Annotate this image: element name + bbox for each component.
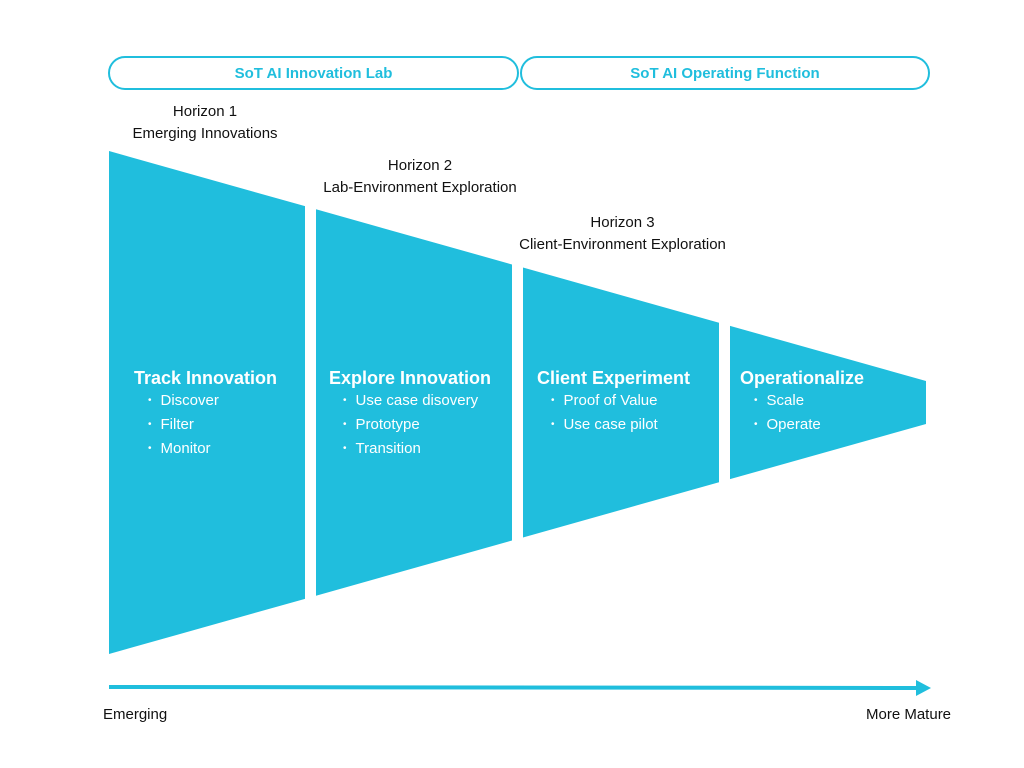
stage-item: Scale (754, 390, 864, 414)
axis-end-label: More Mature (866, 706, 952, 723)
arrow-head-icon (916, 680, 931, 696)
stage-track-innovation: Track Innovation Discover Filter Monitor (134, 366, 277, 462)
stage-item: Filter (148, 414, 277, 438)
stage-items: Scale Operate (740, 390, 864, 438)
innovation-lab-banner: SoT AI Innovation Lab (108, 56, 519, 90)
horizon-subtitle: Lab-Environment Exploration (323, 179, 517, 196)
stage-items: Discover Filter Monitor (134, 390, 277, 462)
stage-item: Discover (148, 390, 277, 414)
operating-function-label: SoT AI Operating Function (630, 64, 820, 82)
stage-title: Client Experiment (537, 368, 691, 388)
stage-item: Transition (343, 438, 491, 462)
operating-function-banner: SoT AI Operating Function (520, 56, 930, 90)
horizon-2-label: Horizon 2 Lab-Environment Exploration (300, 155, 540, 199)
stage-explore-innovation: Explore Innovation Use case disovery Pro… (329, 366, 491, 462)
stage-title: Operationalize (740, 368, 865, 388)
stage-item: Use case disovery (343, 390, 491, 414)
stage-operationalize: Operationalize Scale Operate (740, 366, 864, 438)
horizon-title: Horizon 3 (590, 214, 655, 231)
stage-title: Track Innovation (134, 368, 278, 388)
horizon-title: Horizon 2 (387, 157, 453, 174)
horizon-1-label: Horizon 1 Emerging Innovations (110, 101, 300, 145)
innovation-lab-label: SoT AI Innovation Lab (234, 64, 393, 82)
stage-item: Use case pilot (551, 414, 690, 438)
stage-item: Operate (754, 414, 864, 438)
stage-items: Use case disovery Prototype Transition (329, 390, 491, 462)
stage-item: Proof of Value (551, 390, 690, 414)
horizon-title: Horizon 1 (172, 103, 238, 120)
stage-client-experiment: Client Experiment Proof of Value Use cas… (537, 366, 690, 438)
horizon-3-label: Horizon 3 Client-Environment Exploration (490, 212, 755, 256)
stage-item: Monitor (148, 438, 277, 462)
stage-title: Explore Innovation (329, 368, 492, 388)
stage-item: Prototype (343, 414, 491, 438)
stage-items: Proof of Value Use case pilot (537, 390, 690, 438)
axis-start-label: Emerging (103, 706, 168, 723)
horizon-subtitle: Emerging Innovations (132, 125, 278, 142)
horizon-subtitle: Client-Environment Exploration (519, 236, 726, 253)
maturity-axis-line (108, 685, 919, 690)
